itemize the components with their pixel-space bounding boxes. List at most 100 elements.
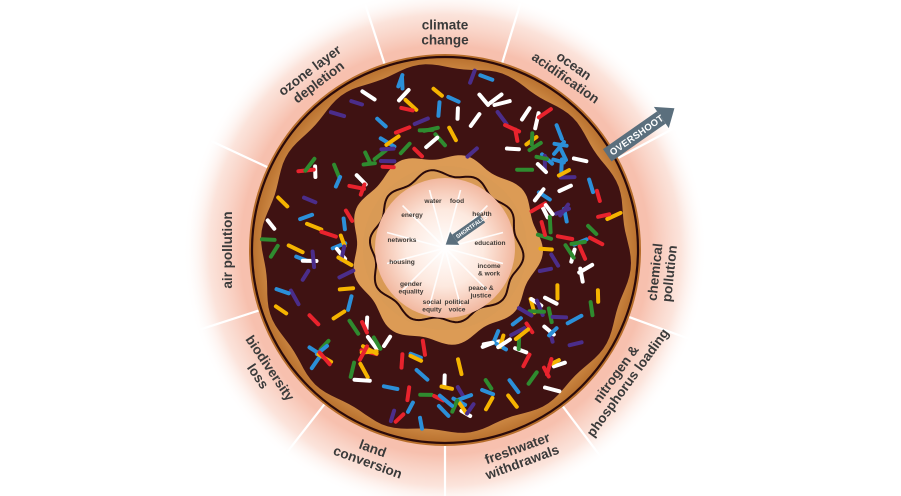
- sprinkle: [539, 220, 547, 237]
- sprinkle: [540, 205, 550, 220]
- sprinkle: [547, 215, 553, 235]
- sprinkle: [363, 150, 372, 164]
- sprinkle: [276, 195, 290, 209]
- sprinkle: [352, 377, 372, 383]
- sprinkle: [547, 326, 559, 338]
- hole-ray: [444, 247, 504, 265]
- sector-divider: [628, 316, 688, 340]
- foundation-label-line: equality: [399, 289, 424, 296]
- sprinkle: [300, 268, 311, 282]
- sprinkle: [436, 404, 451, 418]
- hole-ray: [428, 189, 446, 249]
- sprinkle: [594, 188, 602, 203]
- sprinkle: [549, 252, 561, 268]
- sprinkle: [372, 148, 388, 162]
- sprinkle: [400, 75, 405, 91]
- sprinkle: [586, 223, 599, 236]
- foundation-label-education: education: [474, 240, 505, 247]
- sprinkle: [333, 175, 343, 189]
- sprinkle: [478, 73, 495, 82]
- sprinkle: [587, 177, 595, 195]
- sprinkle: [436, 100, 442, 118]
- sprinkle: [492, 329, 501, 343]
- foundation-label-line: social: [423, 299, 442, 306]
- sprinkle: [565, 313, 584, 326]
- sprinkle: [543, 295, 559, 306]
- sprinkle: [605, 210, 623, 221]
- sprinkle: [529, 131, 535, 147]
- sprinkle: [437, 393, 454, 408]
- sprinkle: [526, 370, 539, 386]
- hole-ray: [386, 247, 446, 265]
- sprinkle: [358, 361, 370, 380]
- sprinkle: [563, 243, 576, 260]
- sprinkle: [551, 360, 567, 369]
- sprinkle: [503, 123, 522, 134]
- hole-ray: [444, 189, 462, 249]
- boundary-label-line: air pollution: [220, 211, 235, 288]
- sprinkle: [513, 327, 531, 341]
- sprinkle: [360, 320, 369, 335]
- boundary-label-line: chemical: [645, 243, 666, 302]
- hole-ray: [402, 247, 446, 291]
- sprinkle: [527, 140, 543, 153]
- foundation-label-line: education: [474, 240, 505, 247]
- arrow-down-left-icon: [445, 231, 460, 245]
- hole-ray: [386, 231, 446, 249]
- sprinkle: [268, 243, 280, 259]
- sprinkle: [348, 360, 357, 379]
- sprinkle: [596, 212, 612, 219]
- sprinkle: [450, 398, 460, 414]
- sprinkle: [319, 229, 338, 239]
- foundation-label-line: income: [477, 263, 500, 270]
- hole-ray: [402, 205, 446, 249]
- sprinkle: [546, 306, 554, 325]
- sprinkle: [399, 352, 405, 370]
- sprinkle: [336, 255, 354, 267]
- sprinkle: [536, 107, 553, 120]
- sprinkle: [405, 385, 412, 403]
- sprinkle: [542, 365, 551, 379]
- foundation-label-line: energy: [401, 212, 423, 219]
- sprinkle: [393, 125, 412, 135]
- sprinkle: [554, 123, 564, 141]
- sprinkle: [557, 144, 568, 162]
- sprinkle: [577, 244, 588, 261]
- sprinkle: [520, 106, 532, 122]
- sprinkle: [558, 202, 571, 218]
- sprinkle: [468, 112, 482, 128]
- sprinkle: [543, 385, 562, 394]
- foundation-label-line: water: [423, 198, 442, 205]
- foundation-label-food: food: [450, 198, 464, 205]
- sprinkle: [537, 266, 553, 273]
- boundary-label-line: climate: [422, 18, 469, 33]
- arrow-up-right-icon: [653, 106, 675, 129]
- sector-divider: [285, 403, 326, 454]
- sprinkle: [534, 154, 549, 161]
- sprinkle: [578, 266, 585, 284]
- sprinkle: [305, 221, 324, 232]
- sprinkle: [557, 183, 573, 193]
- sprinkle: [337, 268, 356, 280]
- sprinkle: [388, 408, 397, 424]
- sprinkle: [516, 306, 534, 318]
- sprinkle: [524, 321, 535, 335]
- sprinkle: [397, 88, 411, 103]
- sprinkle: [552, 140, 566, 156]
- sector-divider: [199, 309, 259, 331]
- sector-divider: [617, 127, 674, 159]
- sprinkle: [420, 338, 427, 357]
- sprinkle: [447, 125, 458, 143]
- sprinkle: [424, 135, 440, 150]
- sprinkle: [496, 337, 512, 350]
- sprinkle: [371, 335, 383, 351]
- sprinkle: [332, 162, 341, 179]
- sprinkle: [399, 105, 415, 113]
- sector-divider: [210, 139, 268, 169]
- sprinkle: [265, 218, 277, 231]
- sprinkle: [532, 187, 546, 203]
- sprinkle: [439, 384, 454, 391]
